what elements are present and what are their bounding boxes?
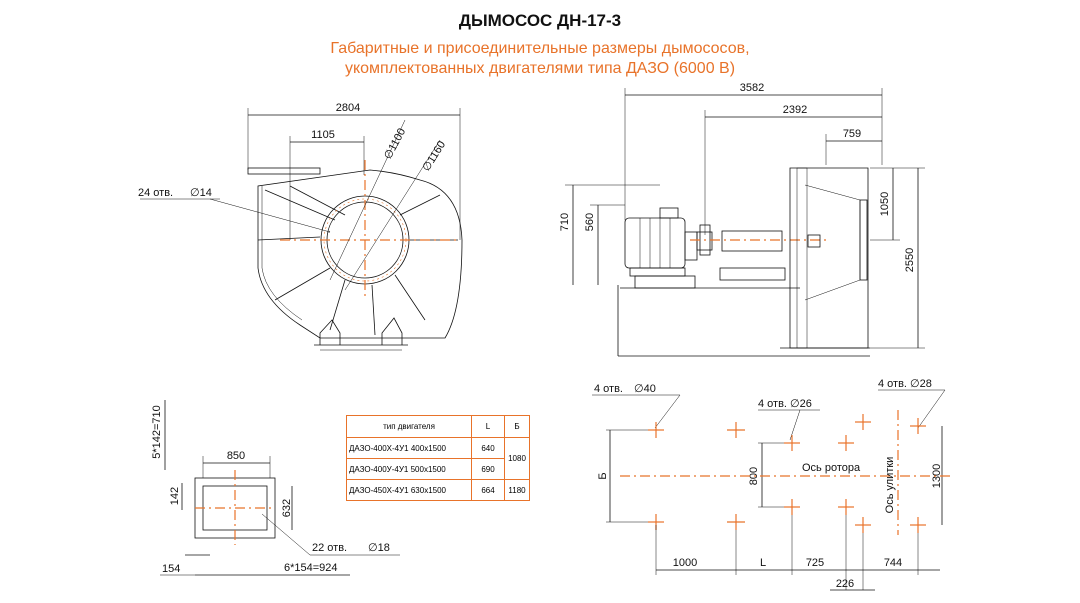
bearing-housing xyxy=(721,230,783,252)
holes-26-diameter: ∅26 xyxy=(790,398,812,410)
dim-142: 142 xyxy=(169,487,181,505)
page-title: ДЫМОСОС ДН-17-3 xyxy=(459,11,621,30)
holes-28-diameter: ∅28 xyxy=(910,378,932,390)
flange-view: 5*142=710 850 142 632 22 отв. ∅18 154 6*… xyxy=(151,400,400,576)
dim-2804: 2804 xyxy=(336,102,360,114)
front-view: 2804 1105 24 отв. ∅14 xyxy=(138,102,463,351)
dim-1000: 1000 xyxy=(673,557,697,569)
dim-5x142: 5*142=710 xyxy=(151,405,163,459)
holes-26-label: 4 отв. xyxy=(758,398,787,410)
fan-housing-side xyxy=(789,167,869,349)
holes-22-label: 22 отв. xyxy=(312,542,347,554)
holes-40-label: 4 отв. xyxy=(594,383,623,395)
holes-24-diameter: ∅14 xyxy=(190,187,212,199)
foundation-view: 4 отв. ∅40 4 отв. ∅26 4 отв. ∅28 Б 800 1… xyxy=(592,378,950,591)
dim-850: 850 xyxy=(227,450,245,462)
dim-6x154: 6*154=924 xyxy=(284,562,338,574)
dim-d1100: ∅1100 xyxy=(382,126,408,161)
dim-2550: 2550 xyxy=(904,248,916,272)
dim-560: 560 xyxy=(584,213,596,231)
table-row: ДАЗО-450Х-4У1 630х1500 664 1180 xyxy=(346,479,530,501)
dim-154: 154 xyxy=(162,563,180,575)
dim-744: 744 xyxy=(884,557,902,569)
dim-B: Б xyxy=(597,472,609,479)
holes-22-diameter: ∅18 xyxy=(368,542,390,554)
side-view: 3582 2392 759 710 560 1050 2550 xyxy=(559,82,925,357)
volute-axis-label: Ось улитки xyxy=(884,457,896,514)
dim-1105: 1105 xyxy=(311,129,335,141)
dim-1300: 1300 xyxy=(931,464,943,488)
dim-1050: 1050 xyxy=(879,192,891,216)
dim-632: 632 xyxy=(281,499,293,517)
table-row: ДАЗО-400Х-4У1 400х1500 640 1080 xyxy=(346,437,530,480)
holes-40-diameter: ∅40 xyxy=(634,383,656,395)
dim-759: 759 xyxy=(843,128,861,140)
subtitle-line-1: Габаритные и присоединительные размеры д… xyxy=(330,40,749,57)
dim-725: 725 xyxy=(806,557,824,569)
dim-d1160: ∅1160 xyxy=(420,139,448,174)
table-header-L: L xyxy=(471,415,505,438)
holes-28-label: 4 отв. xyxy=(878,378,907,390)
dim-226: 226 xyxy=(836,578,854,590)
table-header-B: Б xyxy=(504,415,530,438)
table-header-type: тип двигателя xyxy=(346,415,472,438)
dim-2392: 2392 xyxy=(783,104,807,116)
rotor-axis-label: Ось ротора xyxy=(802,462,861,474)
dim-3582: 3582 xyxy=(740,82,764,94)
housing-outline xyxy=(257,169,463,339)
dim-L: L xyxy=(760,557,766,569)
subtitle-line-2: укомплектованных двигателями типа ДАЗО (… xyxy=(345,60,735,77)
dim-710: 710 xyxy=(559,213,571,231)
holes-24-label: 24 отв. xyxy=(138,187,173,199)
table-row: ДАЗО-400У-4У1 500х1500 690 xyxy=(346,458,530,480)
motor-body xyxy=(624,217,686,269)
motor-table: тип двигателя L Б ДАЗО-400Х-4У1 400х1500… xyxy=(346,415,530,501)
